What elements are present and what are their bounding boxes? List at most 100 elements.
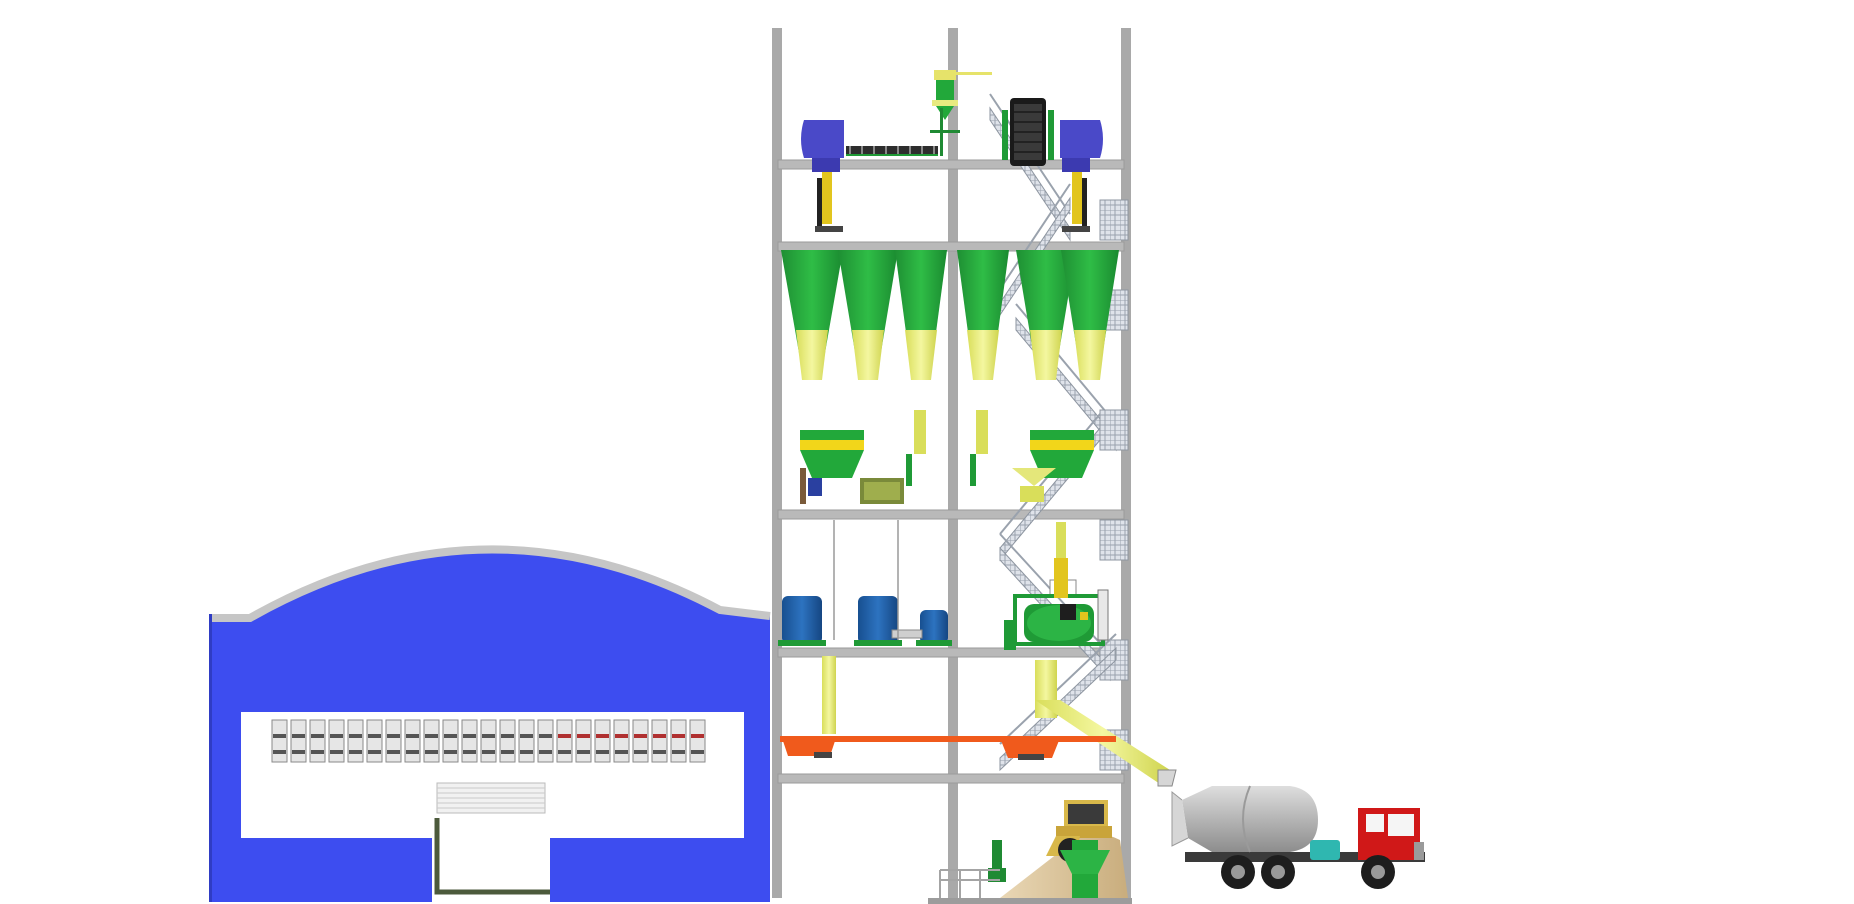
silo-1a [781,250,843,370]
floor-slab-4 [777,647,1125,658]
silo-3-outlet [967,330,999,380]
rack-shelf [539,734,552,738]
rack-unit [594,719,611,763]
silo-2-outlet [905,330,937,380]
rack-shelf [368,750,381,754]
rack-unit [556,719,573,763]
rack-shelf [406,734,419,738]
warehouse [209,545,771,902]
rack-shelf [539,750,552,754]
concrete-mixer-truck [1171,785,1425,889]
tank-1-base [778,640,826,646]
rack-shelf [653,734,666,738]
belt-feeders [780,736,1116,760]
rack-shelf [444,750,457,754]
rack-unit [385,719,402,763]
silo-2-pipe [906,454,912,486]
weigh-hopper-right-top [1030,430,1094,440]
cyclone-dust-collector [930,70,992,156]
rack-shelf [387,734,400,738]
rack-shelf [577,750,590,754]
rack-shelf [273,750,286,754]
mixer-drum [1171,785,1318,853]
rack-unit [423,719,440,763]
tank-2-base [854,640,902,646]
rack-unit [613,719,630,763]
rack-unit [499,719,516,763]
dust-filter-small [1060,840,1110,898]
silo-4b-outlet [1074,330,1106,380]
rack-unit [347,719,364,763]
truck-cab [1358,808,1424,860]
foundation [928,898,1132,904]
rack-shelf [577,734,590,738]
rack-unit [290,719,307,763]
silo-2-tube [914,410,926,454]
water-tanks [778,596,952,646]
rack-unit [328,719,345,763]
tank-2 [858,596,898,644]
weigh-hopper-left-body [800,450,864,478]
rack-shelf [292,734,305,738]
rack-shelf [330,734,343,738]
weigh-hopper-right-band [1030,440,1094,450]
rack-shelf [558,734,571,738]
silo-1b [838,250,898,370]
rack-shelf [501,750,514,754]
belt-conveyor-top [846,146,938,156]
bucket-elevator-head [1002,98,1054,166]
stair-handrail [999,633,1117,745]
rack-shelf [520,734,533,738]
stair-landing [1099,199,1129,241]
roller-shutter [436,782,546,814]
rack-shelf [501,734,514,738]
rack-shelf [558,750,571,754]
floor-slab-2 [777,241,1125,252]
rack-unit [271,719,288,763]
tank-3 [920,610,948,644]
rack-shelf [615,734,628,738]
truck-chassis [1185,852,1425,862]
rack-unit [404,719,421,763]
rack-shelf [368,734,381,738]
silo-3-pipe [970,454,976,486]
rack-shelf [634,734,647,738]
wheel-hub [1231,865,1245,879]
twin-shaft-mixer [1004,558,1109,650]
floor-slab-3 [777,509,1125,520]
rack-unit [651,719,668,763]
silo-4a [1016,250,1076,370]
rack-shelf [596,734,609,738]
water-tank-truck [1310,840,1340,860]
rack-unit [537,719,554,763]
weigh-hoppers [800,430,1094,478]
truck-wheels [1221,855,1395,889]
silo-1a-outlet [796,330,828,380]
rack-shelf [672,734,685,738]
rack-unit [309,719,326,763]
rack-shelf [349,750,362,754]
stair-landing [1099,519,1129,561]
rack-shelf [311,750,324,754]
rack-shelf [273,734,286,738]
rack-shelf [482,734,495,738]
small-dosing-units [800,468,1077,597]
rack-shelf [425,734,438,738]
rack-unit [461,719,478,763]
silo-3-tube [976,410,988,454]
rack-unit [670,719,687,763]
rack-shelf [425,750,438,754]
rack-unit [575,719,592,763]
rack-shelf [387,750,400,754]
rack-shelf [615,750,628,754]
tank-1 [782,596,822,644]
rack-shelf [330,750,343,754]
weigh-hopper-left-top [800,430,864,440]
tank-3-base [916,640,952,646]
rack-shelf [691,750,704,754]
rack-shelf [596,750,609,754]
storage-racks [271,719,706,763]
silo-1b-outlet [852,330,884,380]
wheel-hub [1271,865,1285,879]
